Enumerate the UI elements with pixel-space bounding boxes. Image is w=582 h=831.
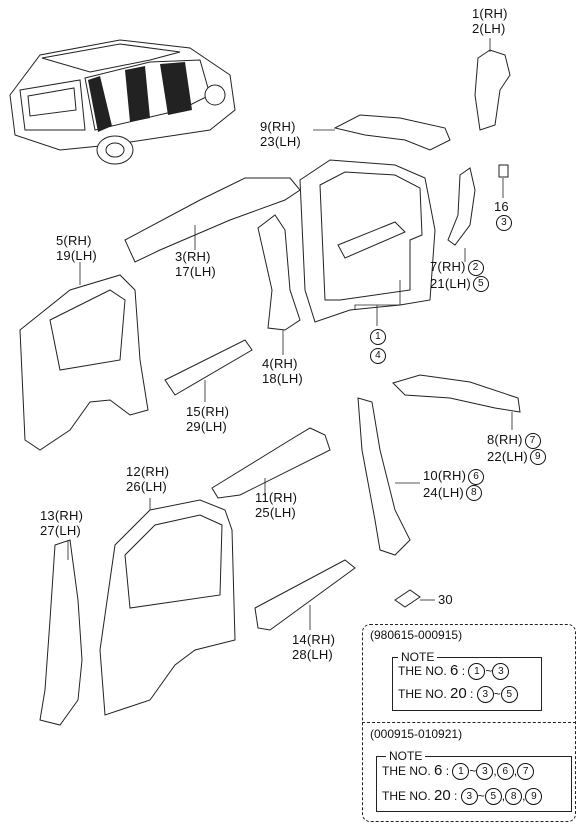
label-part-16: 16 3: [494, 199, 512, 231]
note-1-row-2: THE NO. 20 : 3~5: [398, 686, 518, 704]
notes-divider: [362, 722, 576, 723]
label-part-15: 15(RH)29(LH): [186, 404, 230, 434]
label-part-14: 14(RH)28(LH): [292, 632, 336, 662]
note-title-1: NOTE: [398, 651, 438, 663]
part-10-24: [357, 397, 411, 556]
part-15-29: [164, 339, 253, 396]
label-part-1: 1(RH)2(LH): [472, 6, 508, 36]
part-4-18: [257, 214, 301, 331]
label-part-9: 9(RH)23(LH): [260, 119, 301, 149]
part-1-2: [474, 49, 511, 131]
part-8-22: [392, 374, 521, 413]
part-11-25: [211, 427, 331, 499]
period-1: (980615-000915): [370, 628, 463, 642]
part-14-28: [254, 559, 356, 631]
label-part-8: 8(RH)7 22(LH)9: [487, 432, 546, 466]
vehicle-illustration: [9, 39, 236, 165]
part-7-21: [447, 167, 476, 246]
label-part-3: 3(RH)17(LH): [175, 249, 216, 279]
label-part-11: 11(RH)25(LH): [255, 490, 298, 520]
part-13-27: [39, 539, 83, 726]
label-part-13: 13(RH)27(LH): [40, 508, 84, 538]
label-part-10: 10(RH)6 24(LH)8: [423, 468, 485, 502]
label-part-30: 30: [438, 592, 453, 607]
part-3-17: [124, 177, 301, 263]
label-part-5: 5(RH)19(LH): [56, 233, 97, 263]
note-box-1: [392, 657, 542, 711]
note-2-row-2: THE NO. 20 : 3~5,8,9: [382, 788, 543, 806]
label-part-1-4-circles: 1 4: [368, 328, 386, 365]
part-9-23: [333, 114, 451, 151]
notes-panel: [362, 624, 576, 822]
note-1-row-1: THE NO. 6 : 1~3: [398, 663, 510, 681]
part-16: [498, 164, 509, 178]
circle-ref: 3: [496, 214, 512, 231]
label-part-7: 7(RH)2 21(LH)5: [430, 259, 489, 293]
note-2-row-1: THE NO. 6 : 1~3,6,7: [382, 763, 535, 781]
label-part-12: 12(RH)26(LH): [126, 464, 170, 494]
period-2: (000915-010921): [370, 727, 463, 741]
label-part-4: 4(RH)18(LH): [262, 356, 303, 386]
part-30: [394, 589, 421, 608]
note-title-2: NOTE: [386, 750, 426, 762]
